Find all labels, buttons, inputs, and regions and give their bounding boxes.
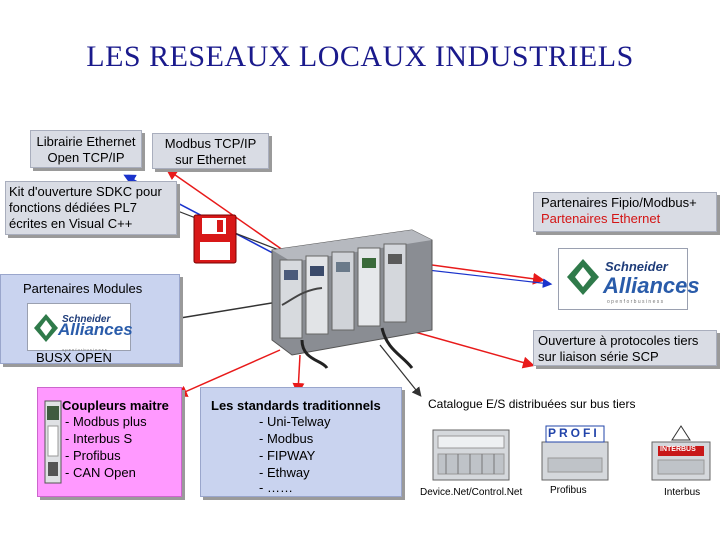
schneider-alliances-logo-right: Schneider Alliances o p e n f o r b u s …: [558, 248, 700, 310]
librairie-ethernet-box: Librairie Ethernet Open TCP/IP: [30, 130, 142, 168]
kit-ouverture-box: Kit d'ouverture SDKC pour fonctions dédi…: [5, 181, 177, 235]
logo-right-tagline: o p e n f o r b u s i n e s s: [607, 299, 664, 305]
page-title: LES RESEAUX LOCAUX INDUSTRIELS: [86, 40, 634, 73]
librairie-line1: Librairie Ethernet: [36, 134, 136, 149]
profibus-logo: PROFI: [548, 426, 600, 440]
profibus-label: Profibus: [550, 485, 587, 496]
ouverture-line1: Ouverture à protocoles tiers: [538, 333, 699, 348]
coupleurs-item: - Interbus S: [65, 431, 133, 446]
busx-open-label: BUSX OPEN: [36, 350, 112, 365]
fipio-line1: Partenaires Fipio/Modbus+: [541, 195, 697, 210]
standards-item: - Ethway: [259, 465, 310, 480]
catalogue-heading: Catalogue E/S distribuées sur bus tiers: [428, 397, 636, 411]
coupleurs-item: - Profibus: [65, 448, 121, 463]
librairie-line2: Open TCP/IP: [47, 150, 125, 165]
kit-line1: Kit d'ouverture SDKC pour: [9, 184, 162, 199]
profibus-module-image: PROFI: [540, 424, 610, 482]
coupleurs-item: - CAN Open: [65, 465, 136, 480]
partenaires-modules-box: Partenaires Modules Schneider Alliances …: [0, 274, 180, 365]
standards-item: - Uni-Telway: [259, 414, 331, 429]
standards-item: - FIPWAY: [259, 448, 316, 463]
fipio-line2: Partenaires Ethernet: [541, 211, 661, 226]
standards-heading: Les standards traditionnels: [211, 398, 381, 413]
coupleur-module-image: [44, 400, 62, 484]
logo-left-program: Alliances: [58, 320, 133, 339]
modbus-tcp-line1: Modbus TCP/IP: [164, 136, 257, 151]
standards-traditionnels-box: Les standards traditionnels - Uni-Telway…: [200, 387, 402, 497]
coupleurs-heading: Coupleurs maitre: [62, 398, 169, 413]
coupleurs-maitre-box: Coupleurs maitre - Modbus plus - Interbu…: [37, 387, 182, 497]
floppy-disk-icon: [193, 214, 237, 264]
arrow-coupleurs: [175, 349, 281, 397]
arrow-catalogue: [379, 344, 422, 397]
ouverture-protocoles-box: Ouverture à protocoles tiers sur liaison…: [533, 330, 717, 366]
devicenet-label: Device.Net/Control.Net: [420, 487, 523, 498]
devicenet-module-image: [432, 424, 510, 482]
modbus-tcp-box: Modbus TCP/IP sur Ethernet: [152, 133, 269, 169]
standards-item: - ……: [259, 480, 293, 495]
logo-right-brand: Schneider: [605, 259, 668, 274]
schneider-alliances-logo-left: Schneider Alliances o p e n f o r b u s …: [27, 303, 133, 352]
kit-line3: écrites en Visual C++: [9, 216, 133, 231]
standards-item: - Modbus: [259, 431, 314, 446]
arrow-standards: [292, 354, 305, 395]
arrow-fipio-blue: [409, 267, 553, 288]
kit-line2: fonctions dédiées PL7: [9, 200, 137, 215]
modules-label: Partenaires Modules: [23, 281, 143, 296]
logo-left-brand: Schneider: [62, 314, 111, 325]
interbus-module-image: INTERBUS: [650, 424, 712, 482]
schneider-emblem-icon: [565, 257, 601, 297]
modbus-tcp-line2: sur Ethernet: [175, 152, 246, 167]
logo-left-tagline: o p e n f o r b u s i n e s s: [62, 347, 107, 352]
interbus-logo: INTERBUS: [660, 446, 696, 453]
plc-rack-image: [262, 210, 442, 370]
interbus-label: Interbus: [664, 487, 701, 498]
schneider-emblem-icon: [32, 312, 60, 344]
arrow-modules: [165, 299, 291, 325]
partenaires-fipio-box: Partenaires Fipio/Modbus+ Partenaires Et…: [533, 192, 717, 232]
coupleurs-item: - Modbus plus: [65, 414, 147, 429]
ouverture-line2: sur liaison série SCP: [538, 349, 659, 364]
logo-right-program: Alliances: [603, 273, 700, 298]
